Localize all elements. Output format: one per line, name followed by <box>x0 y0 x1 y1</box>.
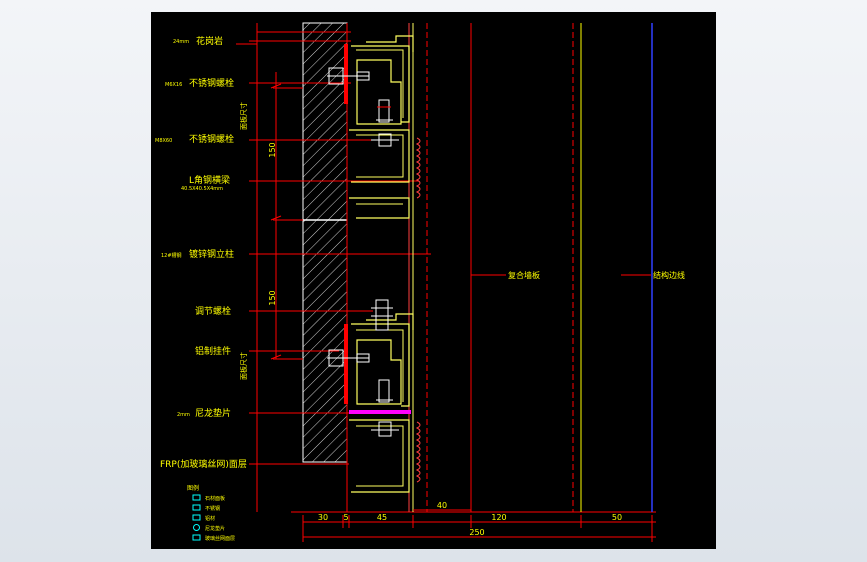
note-40x40x4: 40.5X40.5X4mm <box>181 186 223 192</box>
cad-viewport[interactable]: 150 150 面板尺寸 面板尺寸 <box>151 12 716 549</box>
dim-45: 45 <box>377 513 387 522</box>
note-m6x16: M6X16 <box>165 82 182 88</box>
legend-swatch <box>192 504 201 511</box>
dim-label: 150 <box>268 142 277 157</box>
callout-al-pendant: 铝制挂件 <box>195 345 231 357</box>
lower-bracket-assembly <box>327 299 414 493</box>
legend-swatch <box>192 534 201 541</box>
section-drawing: 150 150 面板尺寸 面板尺寸 <box>155 22 685 542</box>
callout-granite: 花岗岩 <box>196 35 223 47</box>
callout-adjust-bolt: 调节螺栓 <box>195 305 231 317</box>
composite-wall-layers <box>412 23 653 512</box>
callout-labels: 24mm 花岗岩 M6X16 不锈钢螺栓 M8X60 不锈钢螺栓 L角钢横梁 4… <box>155 35 685 470</box>
legend-item: 不锈钢 <box>205 505 220 512</box>
note-m8x60: M8X60 <box>155 138 172 144</box>
bottom-dimension-labels: 30 5 45 40 120 50 250 <box>318 501 622 537</box>
note-channel: 12#槽钢 <box>161 252 182 259</box>
legend-item: 玻璃丝网面层 <box>205 535 235 542</box>
callout-gasket: 尼龙垫片 <box>195 407 231 419</box>
dim-120: 120 <box>491 513 506 522</box>
vertical-dimension-2: 150 <box>268 290 282 360</box>
legend: 图例 石材面板 不锈钢 铝材 尼龙垫片 玻璃丝网面层 <box>187 484 235 542</box>
legend-swatch <box>192 494 201 501</box>
panel-size-label-top: 面板尺寸 <box>239 102 248 130</box>
dim-40: 40 <box>437 501 447 510</box>
legend-item: 石材面板 <box>205 495 225 502</box>
callout-frp-layer: FRP(加玻璃丝网)面层 <box>160 458 247 470</box>
dim-label: 150 <box>268 290 277 305</box>
dim-250: 250 <box>469 528 484 537</box>
legend-swatch <box>192 514 201 521</box>
note-24mm: 24mm <box>173 39 189 45</box>
legend-item: 尼龙垫片 <box>205 525 225 532</box>
callout-leaders <box>249 40 651 465</box>
dim-50: 50 <box>612 513 622 522</box>
panel-size-label-bottom: 面板尺寸 <box>239 352 248 380</box>
callout-ss-bolt-2: 不锈钢螺栓 <box>189 133 234 145</box>
left-extension-lines <box>236 23 656 513</box>
dim-5: 5 <box>343 513 348 522</box>
dim-30: 30 <box>318 513 328 522</box>
legend-title: 图例 <box>187 484 199 492</box>
bottom-dimensions <box>302 509 656 542</box>
legend-item: 铝材 <box>205 515 215 522</box>
callout-angle-steel: L角钢横梁 <box>189 174 230 186</box>
callout-steel-mullion: 镀锌钢立柱 <box>189 248 234 260</box>
vertical-dimension-1: 150 <box>268 83 282 221</box>
callout-ss-bolt-1: 不锈钢螺栓 <box>189 77 234 89</box>
note-2mm: 2mm <box>177 412 190 418</box>
granite-panel <box>302 22 348 463</box>
legend-swatch <box>193 524 200 531</box>
label-structure-line: 结构边线 <box>653 270 685 280</box>
label-composite-panel: 复合墙板 <box>508 270 540 280</box>
